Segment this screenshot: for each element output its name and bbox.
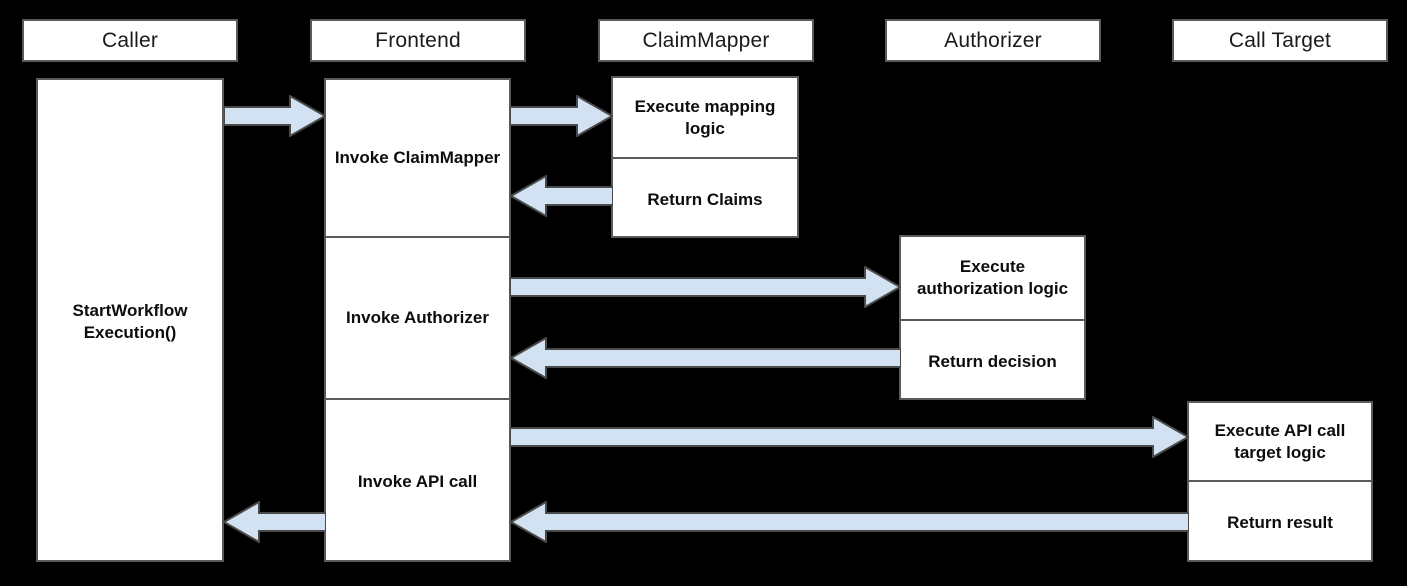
activation-frontend-invoke-claimmapper[interactable]: Invoke ClaimMapper: [334, 148, 501, 168]
lifeline-claimmapper: Execute mapping logic Return Claims: [611, 76, 799, 238]
participant-label-caller: Caller: [101, 28, 159, 52]
participant-header-caller[interactable]: Caller: [22, 19, 238, 62]
lifeline-calltarget: Execute API call target logic Return res…: [1187, 401, 1373, 562]
activation-calltarget-execute-logic[interactable]: Execute API call target logic: [1214, 420, 1346, 462]
activation-claimmapper-return-claims[interactable]: Return Claims: [613, 157, 797, 240]
participant-header-calltarget[interactable]: Call Target: [1172, 19, 1388, 62]
activation-calltarget-return-result[interactable]: Return result: [1189, 480, 1371, 564]
activation-caller-start-workflow[interactable]: StartWorkflow Execution(): [72, 301, 188, 342]
lifeline-authorizer: Execute authorization logic Return decis…: [899, 235, 1086, 400]
activation-frontend-invoke-authorizer[interactable]: Invoke Authorizer: [326, 236, 509, 398]
arrow-caller-to-frontend[interactable]: [224, 95, 326, 137]
arrow-calltarget-to-frontend[interactable]: [509, 501, 1189, 543]
arrow-frontend-to-calltarget[interactable]: [510, 416, 1189, 458]
participant-label-authorizer: Authorizer: [944, 28, 1042, 52]
participant-header-authorizer[interactable]: Authorizer: [885, 19, 1101, 62]
lifeline-frontend: Invoke ClaimMapper Invoke Authorizer Inv…: [324, 78, 511, 562]
arrow-frontend-to-claimmapper[interactable]: [510, 95, 613, 137]
participant-header-claimmapper[interactable]: ClaimMapper: [598, 19, 814, 62]
activation-frontend-invoke-api-call[interactable]: Invoke API call: [326, 398, 509, 564]
arrow-frontend-to-caller[interactable]: [222, 501, 326, 543]
activation-claimmapper-execute-mapping[interactable]: Execute mapping logic: [634, 96, 776, 138]
activation-authorizer-execute-authz[interactable]: Execute authorization logic: [916, 257, 1069, 298]
participant-label-calltarget: Call Target: [1228, 28, 1332, 52]
arrow-frontend-to-authorizer[interactable]: [510, 266, 901, 308]
arrow-authorizer-to-frontend[interactable]: [509, 337, 901, 379]
lifeline-caller: StartWorkflow Execution(): [36, 78, 224, 562]
participant-label-frontend: Frontend: [375, 28, 461, 52]
activation-authorizer-return-decision[interactable]: Return decision: [901, 319, 1084, 402]
arrow-claimmapper-to-frontend[interactable]: [509, 175, 613, 217]
participant-header-frontend[interactable]: Frontend: [310, 19, 526, 62]
participant-label-claimmapper: ClaimMapper: [642, 28, 770, 52]
